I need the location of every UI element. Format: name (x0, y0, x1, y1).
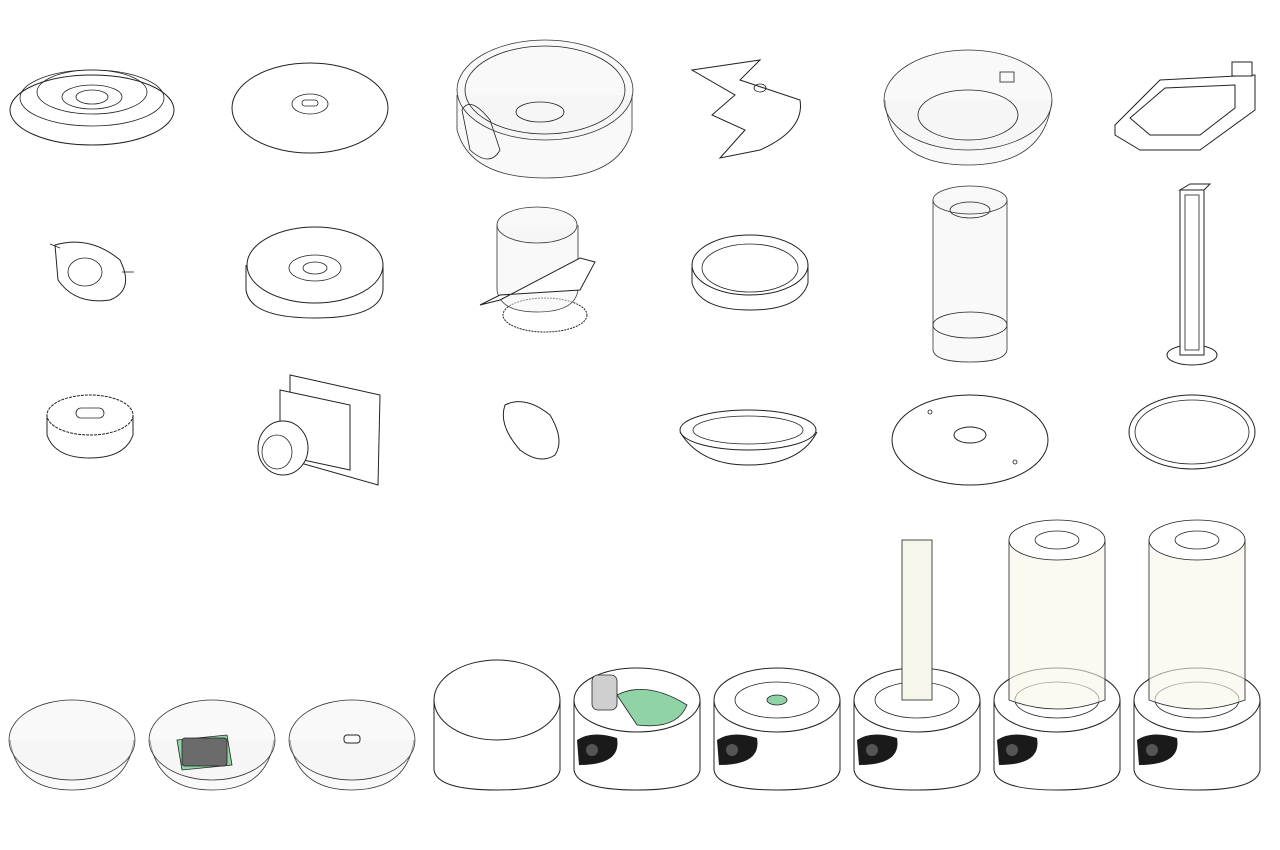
light-tube (901, 539, 933, 701)
part-gasket-ring (1128, 394, 1256, 470)
part-glass-cylinder (932, 185, 1008, 363)
assembly-step-9 (1133, 519, 1261, 791)
part-light-tube (1166, 183, 1218, 366)
glass-cylinder (1008, 540, 1106, 710)
part-ring-band (691, 234, 809, 311)
part-base-plate (891, 394, 1049, 486)
glass-cylinder (1148, 540, 1246, 710)
assembly-step-8 (993, 519, 1121, 791)
part-lens-holder (49, 241, 134, 302)
assembly-step-4 (433, 659, 561, 791)
assembly-step-7 (853, 539, 981, 791)
part-dome-dish (679, 409, 818, 466)
assembly-step-2 (148, 699, 276, 791)
assembly-step-5 (573, 667, 701, 791)
part-shaped-plate (690, 59, 801, 159)
part-battery-bracket (1114, 61, 1256, 151)
part-main-housing (456, 39, 634, 179)
assembly-step-6 (713, 667, 841, 791)
part-camera-module (257, 374, 381, 486)
battery (181, 737, 228, 767)
assembly-step-1 (8, 699, 136, 791)
pcb-board (616, 689, 688, 727)
part-camera-ring (245, 226, 384, 319)
assembly-sequence (8, 519, 1261, 791)
part-top-ring-base (9, 69, 175, 146)
assembly-step-3 (288, 699, 416, 791)
part-lens-cover (502, 401, 560, 460)
motor (591, 674, 618, 711)
part-motor-gear-assembly (479, 206, 596, 333)
part-bottom-shell (883, 49, 1053, 166)
part-flat-disc-with-hub (231, 62, 389, 154)
part-gear (46, 394, 134, 459)
